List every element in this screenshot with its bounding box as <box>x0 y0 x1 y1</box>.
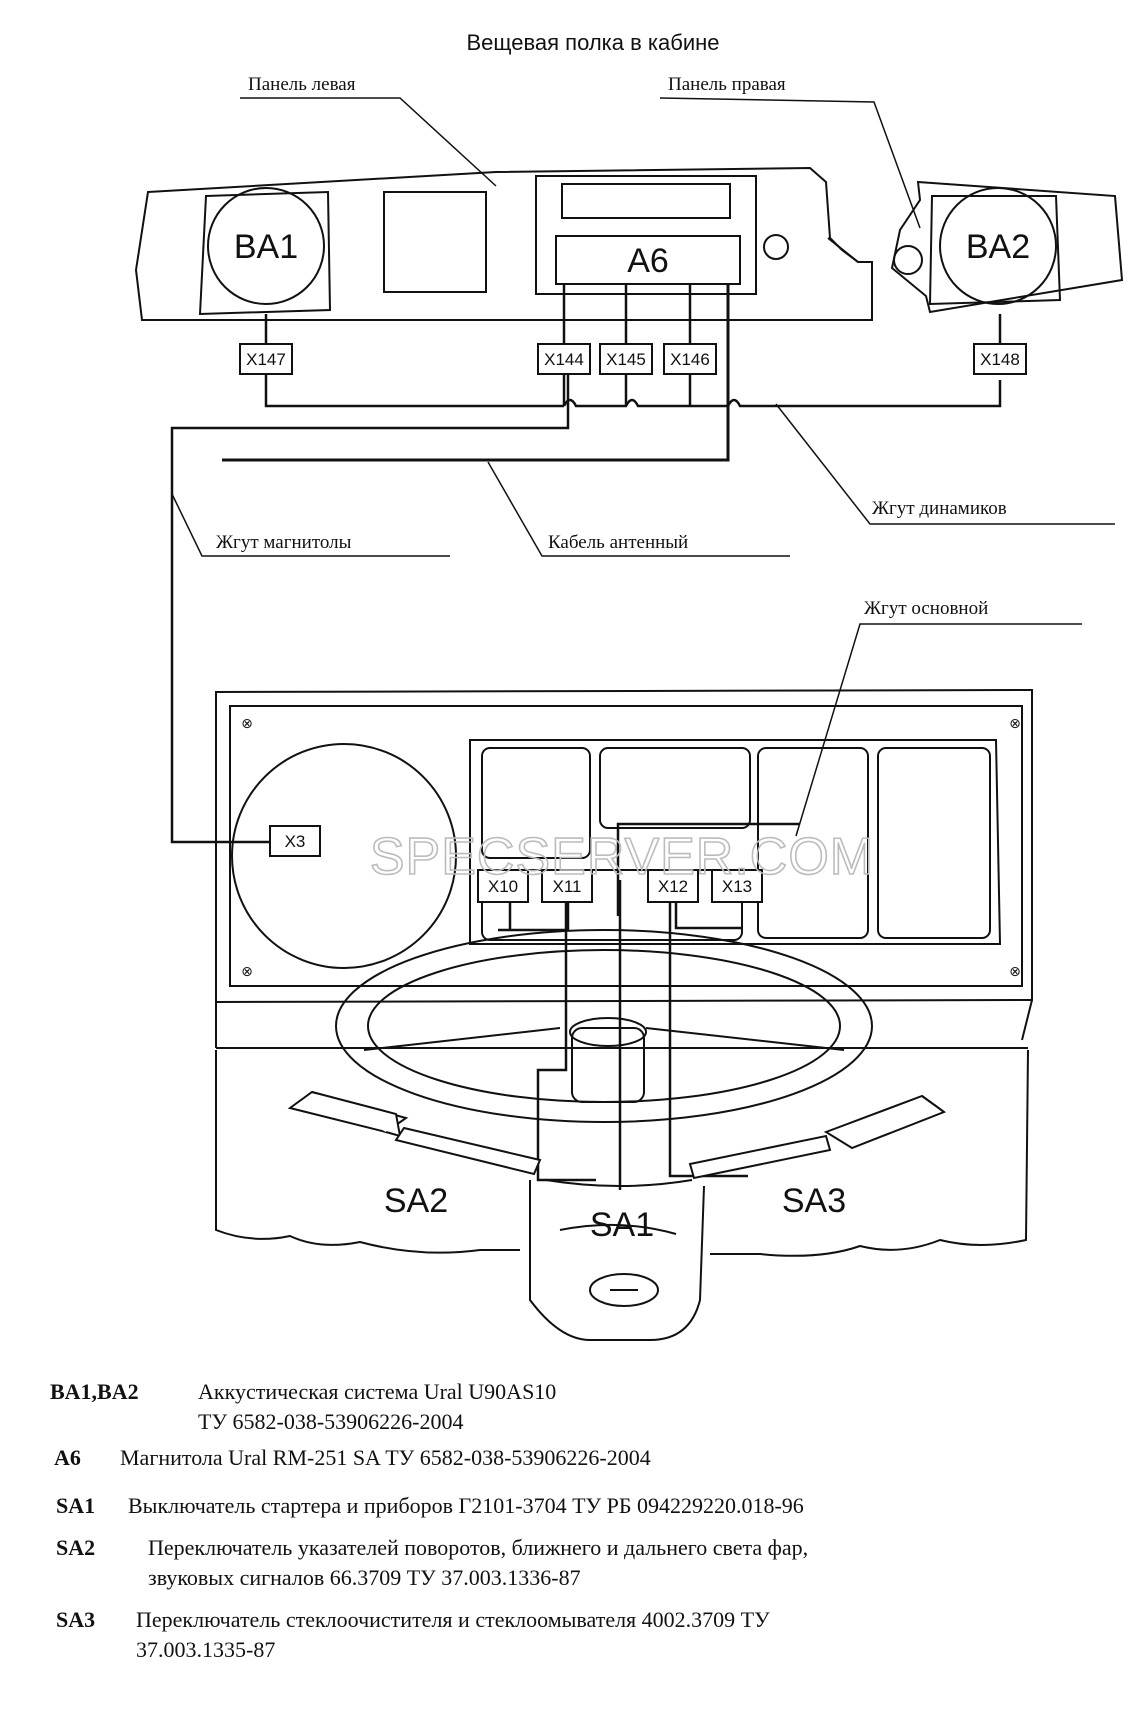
legend-code: A6 <box>54 1445 81 1470</box>
legend-row-sa2: SA2 Переключатель указателей поворотов, … <box>44 1534 1104 1606</box>
legend-code: SA1 <box>56 1493 96 1518</box>
legend-text: Переключатель стеклоочистителя и стеклоо… <box>136 1607 770 1632</box>
svg-text:X3: X3 <box>285 832 306 851</box>
legend-text: 37.003.1335-87 <box>136 1637 276 1662</box>
legend-code: SA2 <box>56 1535 96 1560</box>
connector-x144: X144 <box>537 343 591 375</box>
panel-left-label: Панель левая <box>248 74 356 95</box>
svg-text:X148: X148 <box>980 350 1020 369</box>
legend: BA1,BA2 Аккустическая система Ural U90AS… <box>44 1378 1104 1672</box>
lever-sa2 <box>287 1090 542 1176</box>
svg-text:⊗: ⊗ <box>1009 716 1021 732</box>
legend-text: Выключатель стартера и приборов Г2101-37… <box>128 1493 804 1518</box>
svg-text:⊗: ⊗ <box>241 964 253 980</box>
cable-antenna-label: Кабель антенный <box>548 532 688 553</box>
panel-right-label: Панель правая <box>668 74 786 95</box>
connector-x147: X147 <box>239 343 293 375</box>
connector-x145: X145 <box>599 343 653 375</box>
cluster-window-1 <box>481 747 591 859</box>
shelf-knob-left <box>763 234 789 260</box>
svg-text:X144: X144 <box>544 350 584 369</box>
legend-text: звуковых сигналов 66.3709 ТУ 37.003.1336… <box>148 1565 581 1590</box>
speaker-ba2-frame <box>928 195 1062 306</box>
harness-radio-label: Жгут магнитолы <box>216 532 352 553</box>
legend-text: Аккустическая система Ural U90AS10 <box>198 1379 557 1404</box>
legend-text: Магнитола Ural RM-251 SA ТУ 6582-038-539… <box>120 1445 651 1470</box>
cab-shelf <box>134 166 1124 321</box>
dashboard <box>215 688 1033 1049</box>
ba1-label: BA1 <box>234 228 298 266</box>
cubby-square <box>383 191 487 293</box>
svg-text:X11: X11 <box>553 877 582 896</box>
connector-x148: X148 <box>973 343 1027 375</box>
cluster-window-5 <box>481 869 743 941</box>
steering-wheel <box>335 929 873 1123</box>
speaker-ba1 <box>207 187 325 305</box>
legend-text: ТУ 6582-038-53906226-2004 <box>198 1409 464 1434</box>
wiring <box>170 284 1002 1190</box>
svg-text:X145: X145 <box>606 350 646 369</box>
diagram-title: Вещевая полка в кабине <box>466 30 719 55</box>
shelf-knob-right <box>893 245 923 275</box>
legend-row-sa1: SA1 Выключатель стартера и приборов Г210… <box>44 1492 1104 1534</box>
legend-code: BA1,BA2 <box>50 1379 139 1404</box>
wiring-diagram: Вещевая полка в кабине BA1 BA2 A6 Панель… <box>134 30 1124 1341</box>
svg-text:X10: X10 <box>488 877 518 896</box>
connector-x13: X13 <box>711 869 763 903</box>
connector-x10: X10 <box>477 869 529 903</box>
speaker-ba1-frame <box>198 190 332 316</box>
cluster-window-4 <box>877 747 991 939</box>
connector-x12: X12 <box>647 869 699 903</box>
legend-row-ba: BA1,BA2 Аккустическая система Ural U90AS… <box>44 1378 1104 1444</box>
watermark: SPECSERVER.COM <box>370 828 874 886</box>
svg-text:X12: X12 <box>658 877 688 896</box>
harness-main-label: Жгут основной <box>864 598 988 619</box>
svg-text:⊗: ⊗ <box>241 716 253 732</box>
legend-code: SA3 <box>56 1607 96 1632</box>
sa2-label: SA2 <box>384 1182 448 1220</box>
cluster-panel <box>469 739 1002 945</box>
connector-x11: X11 <box>541 869 593 903</box>
radio-housing <box>535 175 757 295</box>
legend-row-sa3: SA3 Переключатель стеклоочистителя и сте… <box>44 1606 1104 1672</box>
speaker-ba2 <box>939 187 1057 305</box>
connector-x146: X146 <box>663 343 717 375</box>
sa1-label: SA1 <box>590 1206 654 1244</box>
cluster-window-2 <box>599 747 751 829</box>
harness-speakers-label: Жгут динамиков <box>872 498 1007 519</box>
svg-text:X146: X146 <box>670 350 710 369</box>
ba2-label: BA2 <box>966 228 1030 266</box>
lever-sa3 <box>688 1094 947 1180</box>
svg-text:X13: X13 <box>722 877 752 896</box>
svg-text:X147: X147 <box>246 350 286 369</box>
radio-display <box>561 183 731 219</box>
legend-row-a6: A6 Магнитола Ural RM-251 SA ТУ 6582-038-… <box>44 1444 1104 1492</box>
connector-x3: X3 <box>269 825 321 857</box>
cluster-window-3 <box>757 747 869 939</box>
svg-text:⊗: ⊗ <box>1009 964 1021 980</box>
dashboard-screws: ⊗ ⊗ ⊗ ⊗ <box>241 716 1021 980</box>
a6-label: A6 <box>627 242 669 280</box>
legend-text: Переключатель указателей поворотов, ближ… <box>148 1535 809 1560</box>
steering-column <box>215 1049 1029 1341</box>
dashboard-inner <box>229 705 1023 987</box>
gauge-circle <box>231 743 457 969</box>
radio-a6 <box>555 235 741 285</box>
sa3-label: SA3 <box>782 1182 846 1220</box>
